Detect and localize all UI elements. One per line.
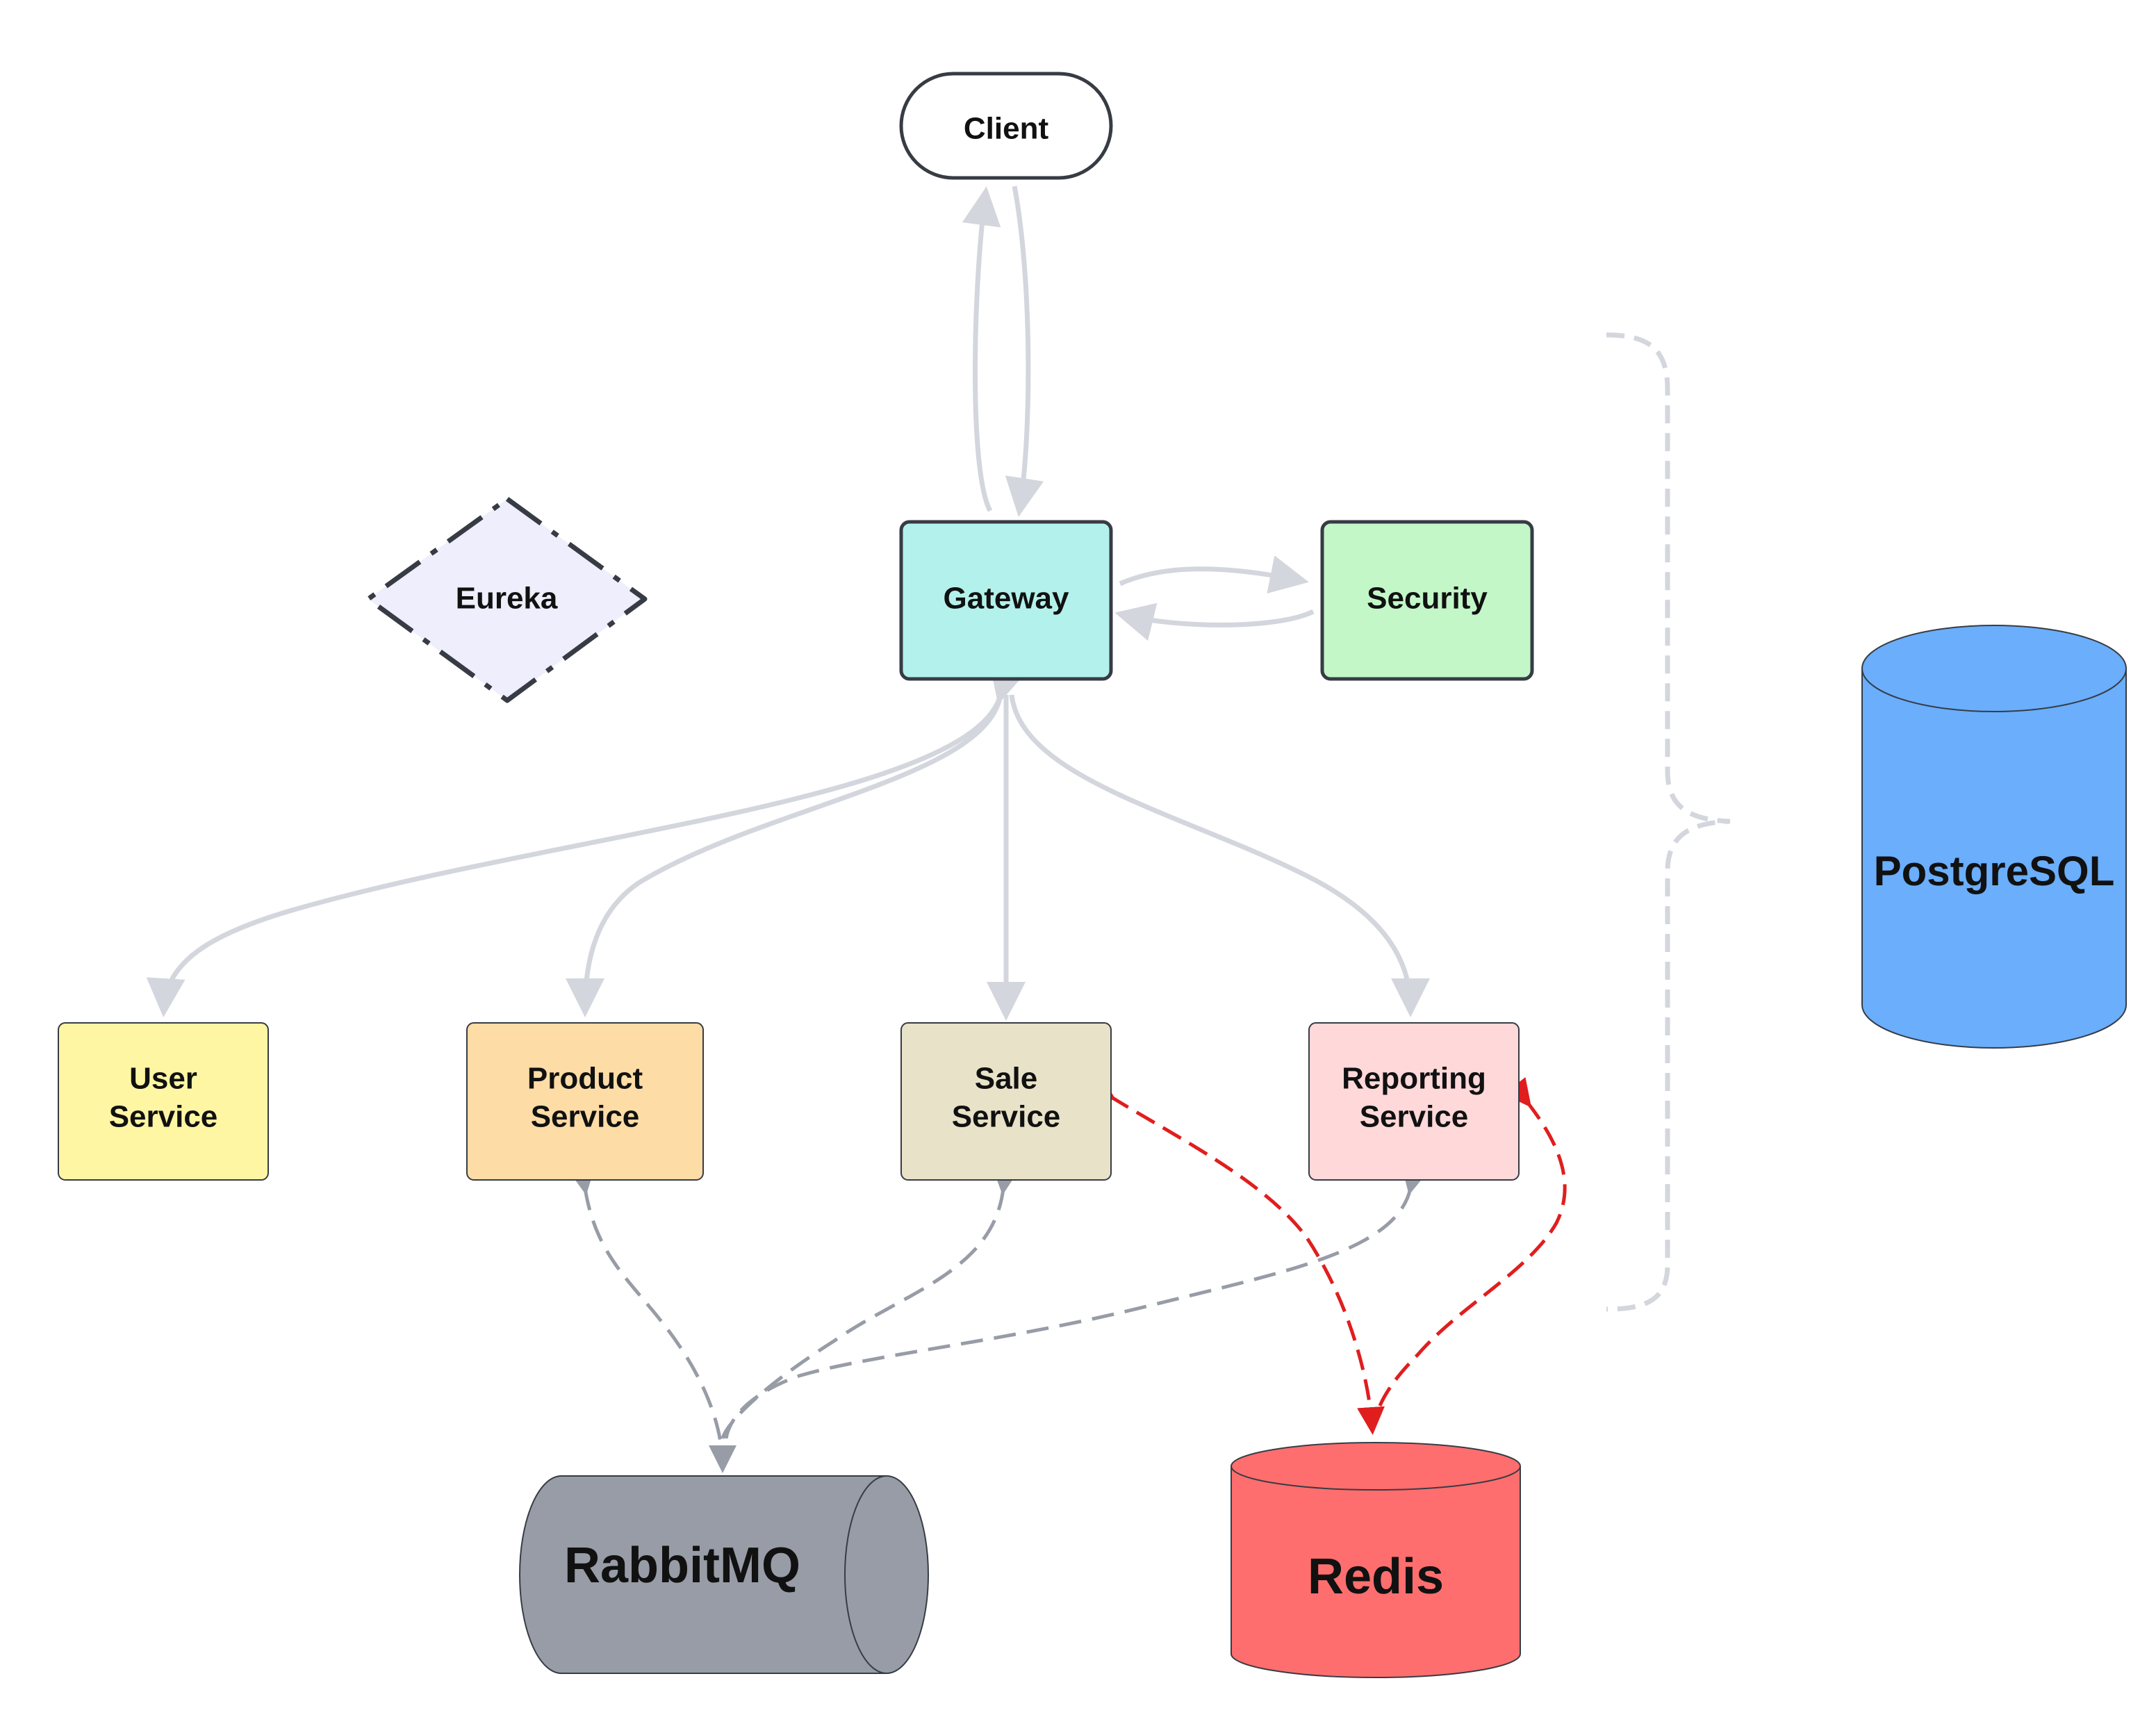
edge-security-to-gateway [1114, 602, 1315, 641]
sale-service-label-line2: Service [952, 1100, 1061, 1134]
edge-reporting-redis [1374, 1077, 1567, 1418]
rabbitmq-node: RabbitMQ [519, 1475, 929, 1674]
edge-sale-rabbitmq [721, 1165, 1020, 1439]
edge-gateway-reporting-service [1009, 694, 1430, 1017]
rabbitmq-label: RabbitMQ [564, 1538, 800, 1593]
redis-node: Redis [1231, 1442, 1521, 1678]
client-label: Client [964, 112, 1049, 146]
eureka-node: Eureka [365, 496, 648, 703]
product-service-node: Product Service [466, 1022, 704, 1181]
sale-service-node: Sale Service [900, 1022, 1112, 1181]
product-service-label-line1: Product [527, 1062, 643, 1096]
postgresql-node: PostgreSQL [1861, 625, 2127, 1049]
security-label: Security [1367, 582, 1488, 616]
sale-service-label-line1: Sale [975, 1062, 1038, 1096]
edge-product-rabbitmq [568, 1165, 737, 1473]
user-service-label-line2: Service [109, 1100, 218, 1134]
edge-gateway-product-service [566, 694, 1003, 1017]
edge-gateway-user-service [146, 662, 1027, 1017]
edge-reporting-rabbitmq [724, 1165, 1429, 1439]
reporting-service-node: Reporting Service [1308, 1022, 1520, 1181]
edge-gateway-to-security [1119, 555, 1309, 594]
postgresql-label: PostgreSQL [1874, 848, 2115, 894]
redis-label: Redis [1308, 1549, 1444, 1605]
edge-gateway-to-client [962, 186, 1001, 512]
reporting-service-label-line1: Reporting [1342, 1062, 1486, 1096]
product-service-label-line2: Service [531, 1100, 640, 1134]
client-node: Client [899, 72, 1113, 180]
gateway-node: Gateway [899, 520, 1113, 681]
user-service-node: User Service [58, 1022, 269, 1181]
security-node: Security [1320, 520, 1534, 681]
edge-sale-redis [1085, 1074, 1385, 1435]
user-service-label-line1: User [129, 1062, 197, 1096]
gateway-label: Gateway [944, 582, 1070, 616]
curly-brace [1606, 332, 1731, 1312]
eureka-label: Eureka [456, 582, 558, 616]
edge-client-to-gateway [1005, 186, 1044, 517]
reporting-service-label-line2: Service [1360, 1100, 1469, 1134]
